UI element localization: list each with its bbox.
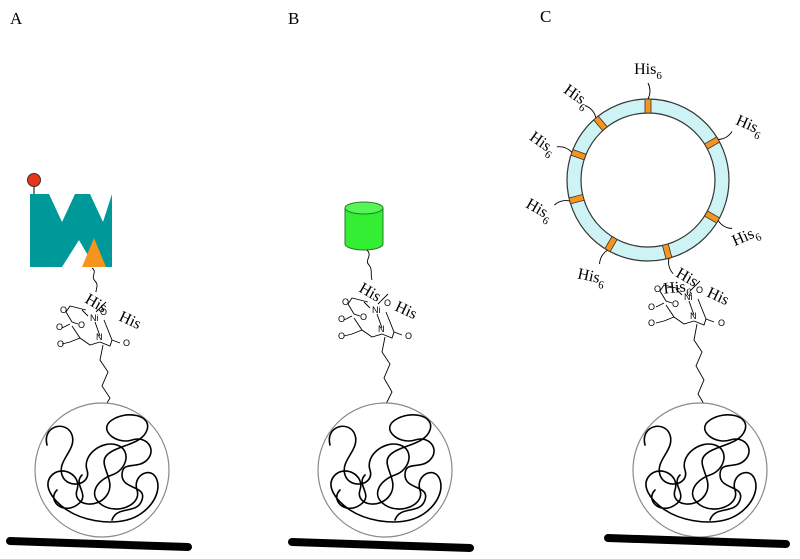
- nickel-atom: Ni: [684, 292, 693, 302]
- oxygen-atom: O: [384, 298, 391, 308]
- ni-nta-chelate: His His Ni O O O N O O O: [338, 280, 420, 405]
- nickel-atom: Ni: [372, 305, 381, 315]
- oxygen-atom: O: [360, 312, 367, 322]
- surface: [604, 534, 790, 548]
- oxygen-atom: O: [648, 318, 655, 328]
- panel-b: B His His Ni O O O N O O O: [288, 9, 474, 552]
- oxygen-atom: O: [338, 314, 345, 324]
- oxygen-atom: O: [123, 338, 130, 348]
- his6-linker: [647, 82, 651, 100]
- his6-tag-label: His6: [732, 112, 766, 143]
- nitrogen-atom: N: [378, 324, 385, 334]
- polymer-bead-icon: [317, 402, 453, 538]
- panel-label: A: [10, 9, 23, 28]
- his6-tag-label: His6: [558, 81, 593, 114]
- oxygen-atom: O: [100, 307, 107, 317]
- nitrogen-atom: N: [96, 332, 103, 342]
- oxygen-atom: O: [342, 297, 349, 307]
- linker: [91, 267, 98, 293]
- oxygen-atom: O: [696, 285, 703, 295]
- his-ligand: His: [116, 308, 143, 333]
- ni-nta-chelate: His His Ni O O O N O O O: [648, 265, 732, 405]
- polymer-bead-icon: [34, 402, 170, 538]
- oxygen-atom: O: [672, 299, 679, 309]
- oxygen-atom: O: [57, 339, 64, 349]
- his6-tag-label: His6: [524, 128, 559, 161]
- his6-tag-label: His6: [521, 196, 556, 228]
- oxygen-atom: O: [60, 305, 67, 315]
- green-cylinder-protein-icon: [344, 201, 384, 251]
- his6-linker: [554, 200, 570, 206]
- panel-label: B: [288, 9, 299, 28]
- teal-w-shaped-protein-icon: [27, 173, 112, 267]
- surface: [6, 537, 192, 551]
- oxygen-atom: O: [654, 284, 661, 294]
- his6-linker: [717, 220, 733, 229]
- his6-linker: [585, 105, 597, 119]
- panel-a: A His His Ni O O O N O O O: [6, 9, 192, 551]
- oxygen-atom: O: [338, 331, 345, 341]
- oxygen-atom: O: [648, 302, 655, 312]
- his-ligand: His: [704, 284, 731, 309]
- his-ligand: His: [356, 280, 384, 306]
- his6-linker: [556, 146, 573, 153]
- panel-label: C: [540, 7, 551, 26]
- nickel-atom: Ni: [90, 313, 99, 323]
- linker: [366, 249, 373, 281]
- his6-linker: [668, 258, 674, 274]
- his6-tag-label: His6: [575, 266, 607, 292]
- his6-linker: [718, 131, 733, 140]
- oxygen-atom: O: [718, 318, 725, 328]
- ring-segment: [570, 148, 587, 161]
- ring-segment: [644, 98, 652, 114]
- his6-tag-label: His6: [730, 223, 764, 254]
- polymer-bead-icon: [632, 402, 768, 538]
- oxygen-atom: O: [78, 320, 85, 330]
- oxygen-atom: O: [405, 331, 412, 341]
- his-ligand: His: [392, 298, 419, 323]
- ni-nta-chelate: His His Ni O O O N O O O: [56, 291, 144, 409]
- surface: [288, 538, 474, 552]
- nitrogen-atom: N: [690, 311, 697, 321]
- his6-linker: [599, 249, 608, 265]
- oxygen-atom: O: [56, 322, 63, 332]
- his6-tag-label: His6: [634, 61, 662, 82]
